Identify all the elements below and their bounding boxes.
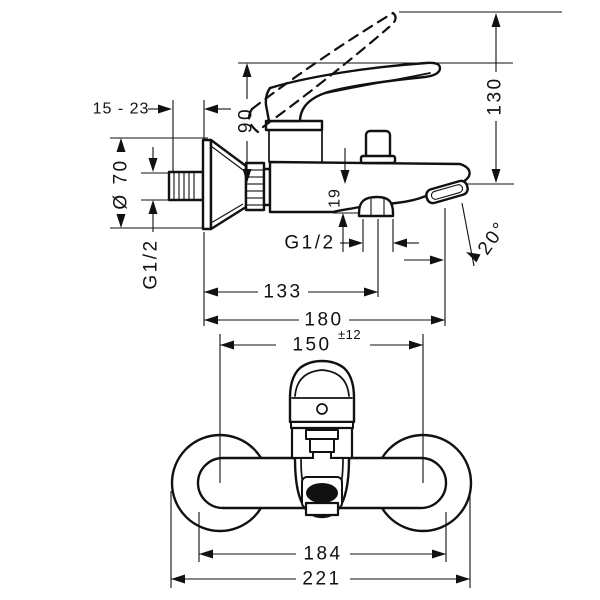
dim-overall-height: 130 — [485, 13, 506, 183]
dim-overall-width: 221 — [171, 569, 470, 590]
dim-label-spout-reach: 180 — [304, 310, 343, 331]
dim-shower-outlet-thread: G1/2 — [284, 233, 444, 265]
union-nut — [244, 161, 272, 212]
diverter-knob-side — [359, 129, 397, 165]
dim-wall-thread: G1/2 — [141, 147, 162, 290]
escutcheon — [201, 138, 248, 231]
side-extension-lines — [110, 11, 562, 326]
dim-label-overall-height: 130 — [485, 76, 506, 115]
shower-outlet — [357, 195, 395, 218]
dim-escutcheon-diameter: Ø 70 — [111, 138, 132, 228]
dim-label-connection-tolerance: ±12 — [338, 327, 361, 342]
dim-body-length: 184 — [199, 544, 446, 565]
front-view: 150 ±12 184 221 — [170, 327, 473, 590]
dim-label-escutcheon-diameter: Ø 70 — [111, 158, 132, 209]
dim-label-spout-angle: 20° — [474, 217, 512, 259]
lever-handle — [264, 61, 442, 123]
spout-front — [293, 457, 351, 519]
dim-spout-reach: 180 — [204, 310, 445, 331]
front-extension-lines — [170, 334, 471, 588]
dim-label-overall-width: 221 — [302, 569, 341, 590]
dim-label-body-length: 184 — [303, 544, 342, 565]
dim-label-wall-distance: 15 - 23 — [93, 101, 150, 118]
wall-connection-pipe — [167, 170, 205, 202]
dim-handle-clearance: 90 — [236, 63, 257, 183]
spout-aerator — [425, 179, 469, 205]
dim-connection-centers: 150 ±12 — [220, 327, 423, 356]
dim-outlet-offset: 19 — [327, 148, 350, 252]
dim-spout-angle: 20° — [466, 217, 512, 263]
lever-handle-raised-dashed — [247, 11, 397, 134]
dim-label-outlet-offset: 19 — [327, 188, 344, 208]
aerator-outlet — [306, 483, 338, 503]
handle-dot — [316, 403, 328, 415]
dim-label-handle-clearance: 90 — [236, 107, 257, 133]
dim-label-shower-outlet-thread: G1/2 — [284, 233, 335, 254]
side-view: 15 - 23 Ø 70 G1/2 90 130 — [93, 11, 562, 331]
diverter-knob-front — [305, 429, 339, 461]
dim-outlet-distance: 133 — [204, 282, 378, 303]
dim-label-connection-centers: 150 — [292, 335, 331, 356]
dim-label-outlet-distance: 133 — [263, 282, 302, 303]
dim-label-wall-thread: G1/2 — [141, 238, 162, 289]
dim-wall-distance: 15 - 23 — [93, 101, 231, 118]
